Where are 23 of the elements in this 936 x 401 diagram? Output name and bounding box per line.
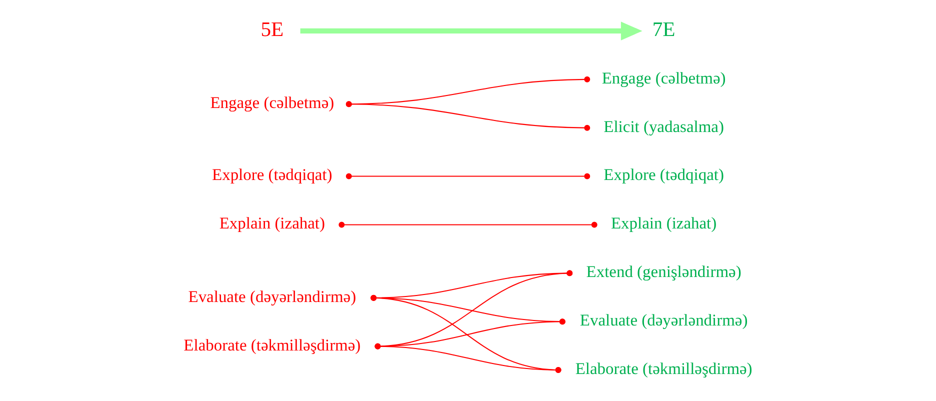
node-text: Explore (tədqiqat) [212, 165, 332, 184]
connector [374, 270, 573, 350]
node-text: 7E [652, 19, 676, 42]
connector [346, 76, 590, 108]
node-text: Evaluate (dəyərləndirmə) [580, 310, 748, 330]
connector [370, 294, 566, 325]
connector [346, 173, 590, 180]
connector [346, 101, 590, 131]
node-text: 5E [260, 19, 284, 42]
node-text: Engage (cəlbetmə) [210, 93, 334, 112]
node-text: Elicit (yadasalma) [604, 116, 724, 136]
node-text: Elaborate (təkmilləşdirmə) [184, 335, 361, 354]
connector [338, 222, 598, 228]
node-text: Explore (tədqiqat) [604, 165, 724, 184]
node-text: Evaluate (dəyərləndirmə) [188, 286, 356, 306]
arrow [300, 22, 642, 40]
node-text: Explain (izahat) [219, 214, 325, 233]
connector [370, 270, 573, 301]
node-text: Explain (izahat) [611, 214, 717, 233]
node-text: Elaborate (təkmilləşdirmə) [575, 358, 752, 378]
node-text: Engage (cəlbetmə) [602, 68, 726, 88]
node-text: Extend (genişləndirmə) [586, 262, 742, 282]
connector [374, 318, 566, 350]
